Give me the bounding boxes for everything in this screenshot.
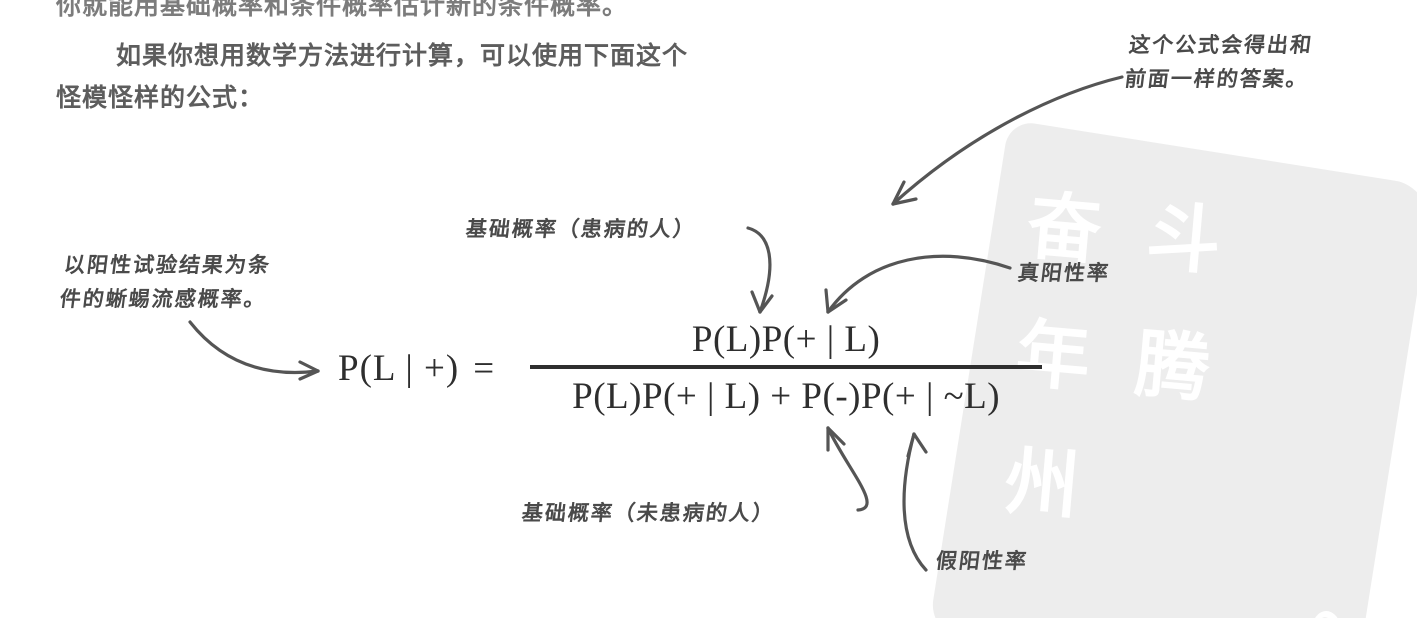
arrow-posterior-probability: [188, 320, 320, 381]
formula-fraction-bar: [530, 365, 1043, 369]
formula-numerator: P(L)P(+ | L): [691, 319, 881, 360]
body-text-line-1: 你就能用基础概率和条件概率估计新的条件概率。: [56, 0, 629, 20]
formula-equals-sign: =: [473, 347, 495, 389]
arrow-base-rate-well: [826, 426, 869, 512]
body-text-line-2: 如果你想用数学方法进行计算，可以使用下面这个: [116, 43, 689, 70]
arrow-false-positive-rate: [902, 432, 928, 572]
annotation-false-positive-rate: 假阳性率: [934, 549, 1030, 573]
arrow-base-rate-ill: [746, 226, 774, 314]
annotation-base-rate-ill: 基础概率（患病的人）: [464, 217, 698, 241]
annotation-base-rate-well: 基础概率（未患病的人）: [520, 501, 777, 525]
formula-fraction: P(L)P(+ | L) P(L)P(+ | L) + P(-)P(+ | ~L…: [530, 318, 1043, 418]
annotation-same-answer: 这个公式会得出和 前面一样的答案。: [1123, 33, 1315, 91]
formula-denominator: P(L)P(+ | L) + P(-)P(+ | ~L): [572, 376, 1001, 417]
annotation-posterior-probability: 以阳性试验结果为条 件的蜥蜴流感概率。: [58, 253, 273, 311]
annotation-true-positive-rate: 真阳性率: [1016, 261, 1112, 285]
bayes-formula: P(L | +) = P(L)P(+ | L) P(L)P(+ | L) + P…: [338, 318, 1043, 418]
body-text-line-3: 怪模怪样的公式：: [56, 85, 265, 112]
formula-left-hand-side: P(L | +): [338, 347, 460, 389]
